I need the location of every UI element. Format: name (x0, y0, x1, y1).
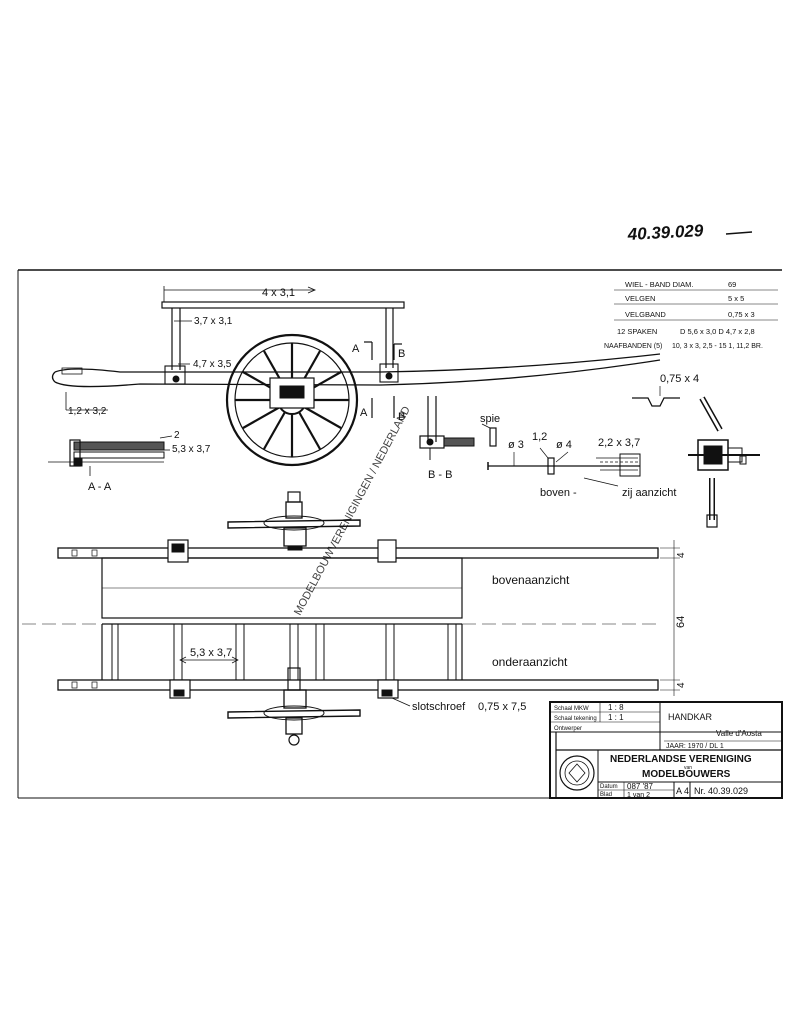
dim-64: 64 (675, 616, 687, 628)
label-slotschroef: slotschroef (412, 701, 466, 713)
tb-blad-label: Blad (600, 792, 612, 798)
hub-end-view (688, 396, 760, 528)
dim-0-75-x-4: 0,75 x 4 (660, 373, 699, 385)
label-boven: boven - (540, 487, 577, 499)
section-label-a-top: A (352, 343, 360, 355)
side-wheel-rim (225, 333, 359, 467)
dim-2-2: 2,2 x 3,7 (598, 437, 640, 449)
dim-1-2: 1,2 x 3,2 (68, 406, 107, 417)
tb-drawn: JAAR: 1970 / DL 1 (666, 743, 724, 750)
spec-value-3: D 5,6 x 3,0 D 4,7 x 2,8 (680, 327, 755, 336)
spie-label: spie (480, 413, 500, 425)
tb-number: Nr. 40.39.029 (694, 786, 748, 796)
spec-label-4: NAAFBANDEN (5) (604, 343, 662, 350)
label-bovenaanzicht: bovenaanzicht (492, 573, 570, 587)
dim-4-top: 4 (676, 552, 687, 558)
tb-blad-value: 1 van 2 (627, 792, 650, 799)
spec-label-1: VELGEN (625, 294, 655, 303)
label-zij-aanzicht: zij aanzicht (622, 487, 676, 499)
dim-4-bottom: 4 (676, 682, 687, 688)
section-label-b-top: B (398, 348, 405, 360)
dim-1-2-b: 1,2 (532, 431, 547, 443)
dim-0-75-x-7-5: 0,75 x 7,5 (478, 701, 526, 713)
handwritten-drawing-number: 40.39.029 (626, 221, 704, 244)
spec-table: WIEL - BAND DIAM. 69 VELGEN 5 x 5 VELGBA… (604, 280, 778, 350)
tb-datum-label: Datum (600, 784, 618, 790)
section-a-a (48, 435, 173, 476)
tb-schaal-value: 1 : 8 (608, 703, 624, 712)
tb-model-label: Schaal tekening (554, 716, 597, 722)
label-onderaanzicht: onderaanzicht (492, 655, 568, 669)
spec-value-1: 5 x 5 (728, 294, 744, 303)
dim-2: 2 (174, 430, 180, 441)
spec-label-3: 12 SPAKEN (617, 327, 657, 336)
tb-model-value: 1 : 1 (608, 713, 624, 722)
side-view (51, 286, 661, 467)
plan-view (22, 539, 680, 707)
section-a-a-label: A - A (88, 481, 112, 493)
tb-name: HANDKAR (668, 712, 713, 722)
dim-top-bar: 4 x 3,1 (262, 287, 295, 299)
tb-ontwerper-label: Ontwerper (554, 726, 582, 732)
dim-5-3-x-3-7: 5,3 x 3,7 (190, 647, 232, 659)
dim-phi-4: ø 4 (556, 439, 572, 451)
section-label-a-bottom: A (360, 407, 368, 419)
bracket-detail (632, 386, 680, 407)
dim-4-7: 4,7 x 3,5 (193, 359, 232, 370)
tb-org-line1: NEDERLANDSE VERENIGING (610, 754, 752, 765)
section-b-b-label: B - B (428, 469, 452, 481)
spec-value-4: 10, 3 x 3, 2,5 - 15 1, 11,2 BR. (672, 343, 763, 350)
title-block (549, 701, 783, 799)
spec-label-0: WIEL - BAND DIAM. (625, 280, 693, 289)
tb-datum-value: 087 '87 (627, 782, 654, 791)
axle-pin-detail (487, 447, 641, 487)
top-bar (161, 301, 405, 309)
nvm-seal (559, 755, 595, 791)
spec-label-2: VELGBAND (625, 310, 666, 319)
header-dash (725, 231, 753, 235)
dim-5-3: 5,3 x 3,7 (172, 444, 211, 455)
section-label-b-bottom: B (398, 411, 405, 423)
spec-value-2: 0,75 x 3 (728, 310, 755, 319)
spie-detail (481, 423, 497, 447)
tb-org-van: van (684, 765, 692, 771)
dim-phi-3: ø 3 (508, 439, 524, 451)
dim-3-7: 3,7 x 3,1 (194, 316, 233, 327)
spec-value-0: 69 (728, 280, 736, 289)
section-b-b (419, 396, 475, 460)
tb-place: Valle d'Aosta (716, 729, 762, 738)
tb-format: A 4 (676, 786, 689, 796)
watermark: MODELBOUWVERENIGINGEN / NEDERLAND (292, 404, 413, 617)
tb-schaal-label: Schaal MKW (554, 706, 589, 712)
tb-org-line2: MODELBOUWERS (642, 769, 731, 780)
